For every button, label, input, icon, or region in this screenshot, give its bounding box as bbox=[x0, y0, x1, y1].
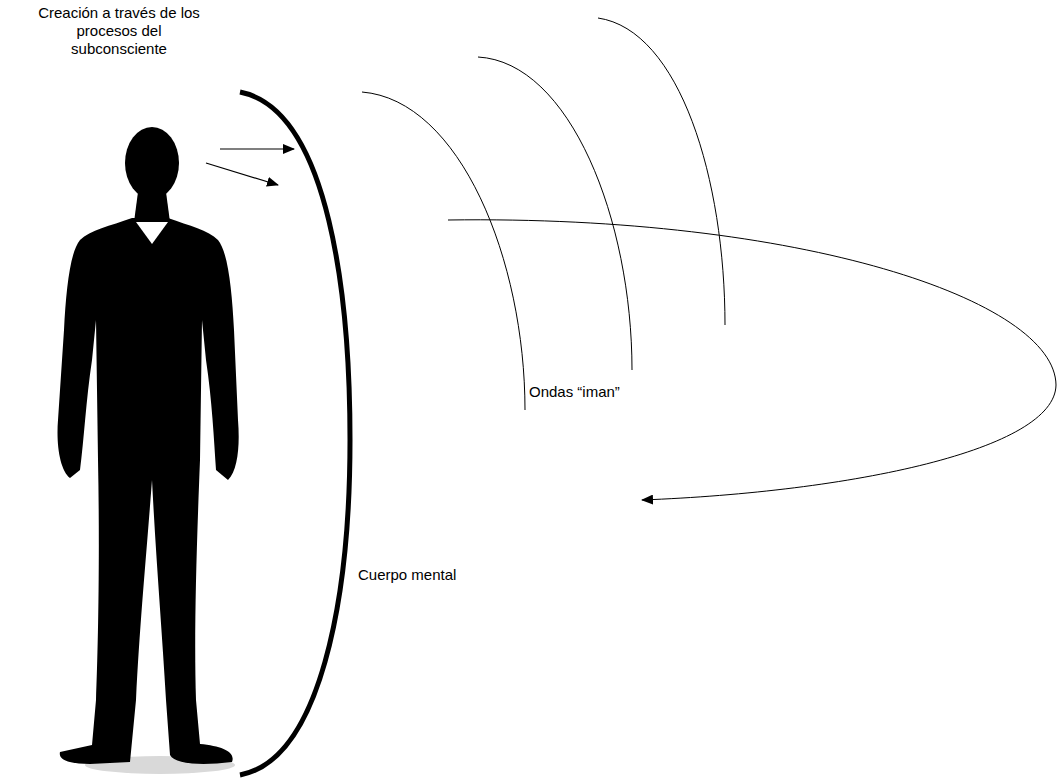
person-silhouette bbox=[58, 127, 239, 764]
mental-body-label: Cuerpo mental bbox=[356, 566, 458, 584]
thought-arrow bbox=[220, 148, 294, 149]
mental-body-arc bbox=[240, 92, 350, 775]
return-loop-arrow bbox=[448, 220, 1056, 500]
wave-label: Ondas “iman” bbox=[527, 383, 622, 401]
thought-arrow bbox=[206, 163, 278, 185]
magnet-waves bbox=[362, 18, 725, 410]
title-note: Creación a través de los procesos del su… bbox=[26, 4, 212, 58]
